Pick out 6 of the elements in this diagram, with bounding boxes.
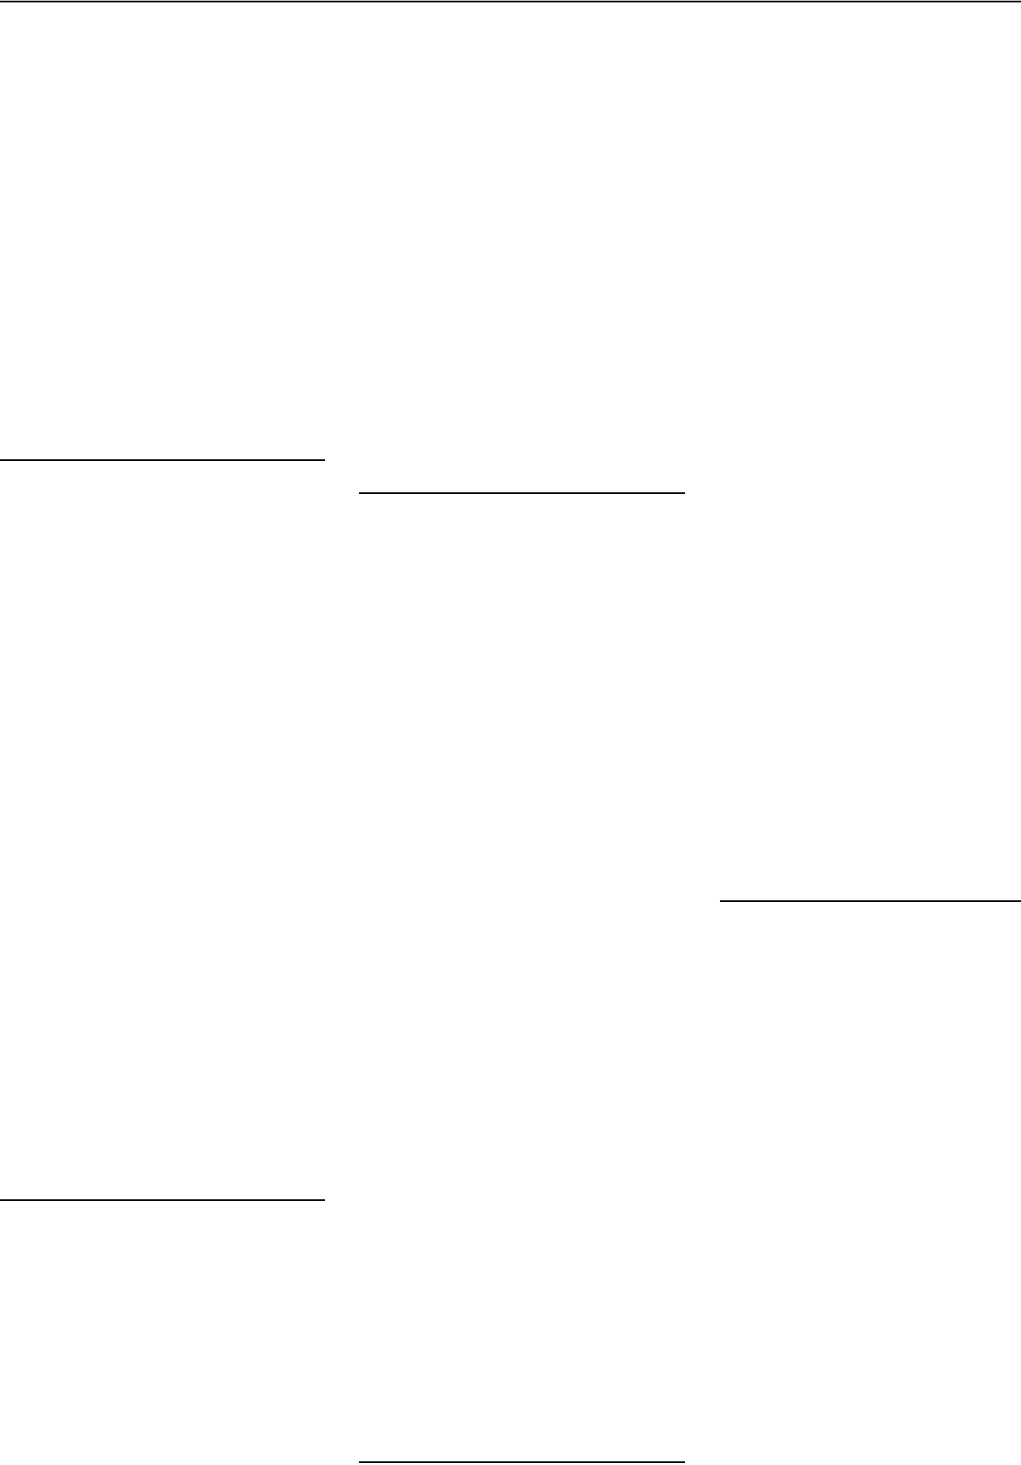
horizontal-rule (0, 0, 1021, 3)
horizontal-rule (0, 1199, 325, 1201)
horizontal-rule (0, 459, 325, 461)
horizontal-rule (720, 900, 1021, 902)
horizontal-rule (359, 1461, 685, 1463)
horizontal-rule (359, 492, 685, 494)
